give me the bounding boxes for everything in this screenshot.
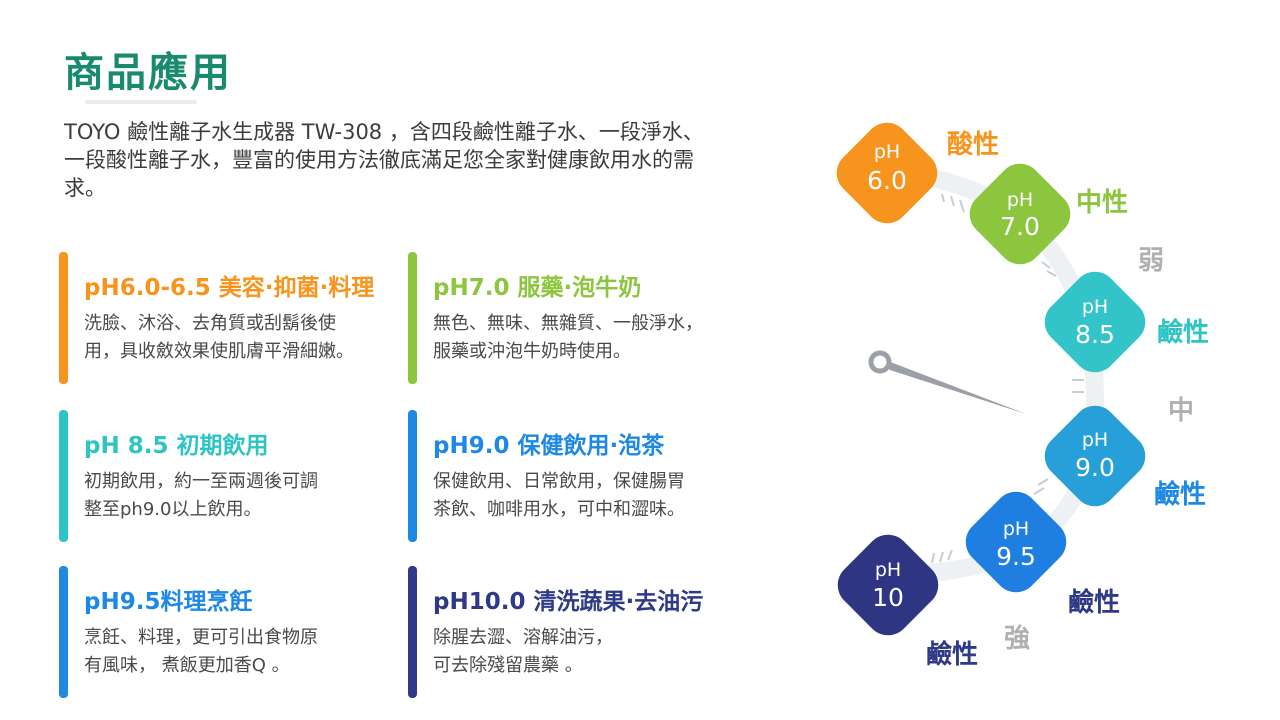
- gauge-ticks: [931, 193, 1084, 564]
- badge-shape: [836, 122, 938, 224]
- card-desc-line: 茶飲、咖啡用水，可中和澀味。: [433, 499, 685, 520]
- card-accent-bar: [408, 252, 417, 384]
- card-heading: pH10.0 清洗蔬果·去油污: [433, 589, 704, 615]
- card-desc-line: 烹飪、料理，更可引出食物原: [84, 627, 318, 648]
- card-ph10: pH10.0 清洗蔬果·去油污 除腥去澀、溶解油污， 可去除殘留農藥 。: [408, 566, 728, 698]
- card-desc-line: 保健飲用、日常飲用，保健腸胃: [433, 471, 685, 492]
- intro-line: 求。: [64, 176, 106, 200]
- card-heading: pH 8.5 初期飲用: [84, 433, 269, 459]
- card-ph7: pH7.0 服藥·泡牛奶 無色、無味、無雜質、一般淨水， 服藥或沖泡牛奶時使用。: [408, 252, 728, 384]
- card-accent-bar: [59, 566, 68, 698]
- badge-ph95: pH 9.5: [965, 491, 1067, 593]
- badge-ph-label: pH: [875, 559, 901, 581]
- badge-ph7: pH 7.0: [969, 163, 1071, 265]
- label-neutral: 中性: [1076, 188, 1129, 218]
- title-underline: [85, 100, 197, 104]
- card-description: 無色、無味、無雜質、一般淨水， 服藥或沖泡牛奶時使用。: [433, 310, 743, 366]
- badge-shape: [1044, 271, 1146, 373]
- card-accent-bar: [408, 410, 417, 542]
- card-accent-bar: [59, 410, 68, 542]
- label-alkaline-95: 鹼性: [1068, 588, 1121, 618]
- card-ph85: pH 8.5 初期飲用 初期飲用，約一至兩週後可調 整至ph9.0以上飲用。: [59, 410, 379, 542]
- badge-ph-label: pH: [1007, 189, 1033, 211]
- gauge-needle: [868, 350, 1026, 414]
- badge-ph9: pH 9.0: [1044, 405, 1146, 507]
- card-heading: pH9.0 保健飲用·泡茶: [433, 433, 665, 459]
- card-desc-line: 整至ph9.0以上飲用。: [84, 499, 262, 520]
- card-heading: pH6.0-6.5 美容·抑菌·料理: [84, 275, 375, 301]
- card-accent-bar: [59, 252, 68, 384]
- badge-value: 9.5: [996, 542, 1036, 571]
- card-description: 初期飲用，約一至兩週後可調 整至ph9.0以上飲用。: [84, 468, 394, 524]
- page-title: 商品應用: [64, 50, 232, 96]
- badge-ph10: pH 10: [837, 534, 939, 636]
- badge-shape: [965, 491, 1067, 593]
- badge-ph85: pH 8.5: [1044, 271, 1146, 373]
- card-description: 烹飪、料理，更可引出食物原 有風味， 煮飯更加香Q 。: [84, 624, 394, 680]
- card-desc-line: 可去除殘留農藥 。: [433, 655, 583, 676]
- label-alkaline-85: 鹼性: [1157, 318, 1210, 348]
- intro-paragraph: TOYO 鹼性離子水生成器 TW-308 ，含四段鹼性離子水、一段淨水、 一段酸…: [64, 118, 764, 202]
- card-description: 保健飲用、日常飲用，保健腸胃 茶飲、咖啡用水，可中和澀味。: [433, 468, 743, 524]
- ph-gauge: pH 6.0 pH 7.0 pH 8.5 pH 9.0 pH 9.5 pH 10: [836, 122, 1146, 636]
- badge-value: 6.0: [867, 166, 907, 195]
- label-alkaline-10: 鹼性: [926, 640, 979, 670]
- strength-medium: 中: [1168, 396, 1195, 426]
- card-accent-bar: [408, 566, 417, 698]
- card-description: 除腥去澀、溶解油污， 可去除殘留農藥 。: [433, 624, 743, 680]
- intro-line: 一段酸性離子水，豐富的使用方法徹底滿足您全家對健康飲用水的需: [64, 148, 694, 172]
- label-acidic: 酸性: [947, 130, 1000, 160]
- badge-ph-label: pH: [874, 141, 900, 163]
- card-description: 洗臉、沐浴、去角質或刮鬍後使 用，具收斂效果使肌膚平滑細嫩。: [84, 310, 394, 366]
- badge-shape: [1044, 405, 1146, 507]
- card-desc-line: 除腥去澀、溶解油污，: [433, 627, 613, 648]
- badge-value: 8.5: [1075, 320, 1115, 349]
- intro-line: TOYO 鹼性離子水生成器 TW-308 ，含四段鹼性離子水、一段淨水、: [64, 120, 704, 144]
- badge-ph-label: pH: [1003, 518, 1029, 540]
- card-desc-line: 用，具收斂效果使肌膚平滑細嫩。: [84, 341, 354, 362]
- card-desc-line: 洗臉、沐浴、去角質或刮鬍後使: [84, 313, 336, 334]
- card-desc-line: 初期飲用，約一至兩週後可調: [84, 471, 318, 492]
- badge-value: 9.0: [1075, 453, 1115, 482]
- badge-ph-label: pH: [1082, 296, 1108, 318]
- card-desc-line: 有風味， 煮飯更加香Q 。: [84, 655, 290, 676]
- card-ph95: pH9.5料理烹飪 烹飪、料理，更可引出食物原 有風味， 煮飯更加香Q 。: [59, 566, 379, 698]
- strength-weak: 弱: [1138, 246, 1165, 276]
- badge-ph6: pH 6.0: [836, 122, 938, 224]
- card-heading: pH9.5料理烹飪: [84, 589, 253, 615]
- badge-ph-label: pH: [1082, 429, 1108, 451]
- card-ph6: pH6.0-6.5 美容·抑菌·料理 洗臉、沐浴、去角質或刮鬍後使 用，具收斂效…: [59, 252, 379, 384]
- card-desc-line: 無色、無味、無雜質、一般淨水，: [433, 313, 703, 334]
- card-heading: pH7.0 服藥·泡牛奶: [433, 275, 642, 301]
- card-ph9: pH9.0 保健飲用·泡茶 保健飲用、日常飲用，保健腸胃 茶飲、咖啡用水，可中和…: [408, 410, 728, 542]
- label-alkaline-9: 鹼性: [1154, 480, 1207, 510]
- badge-shape: [837, 534, 939, 636]
- badge-value: 10: [872, 583, 904, 612]
- badge-value: 7.0: [1000, 212, 1040, 241]
- strength-strong: 強: [1004, 624, 1031, 654]
- badge-shape: [969, 163, 1071, 265]
- card-desc-line: 服藥或沖泡牛奶時使用。: [433, 341, 631, 362]
